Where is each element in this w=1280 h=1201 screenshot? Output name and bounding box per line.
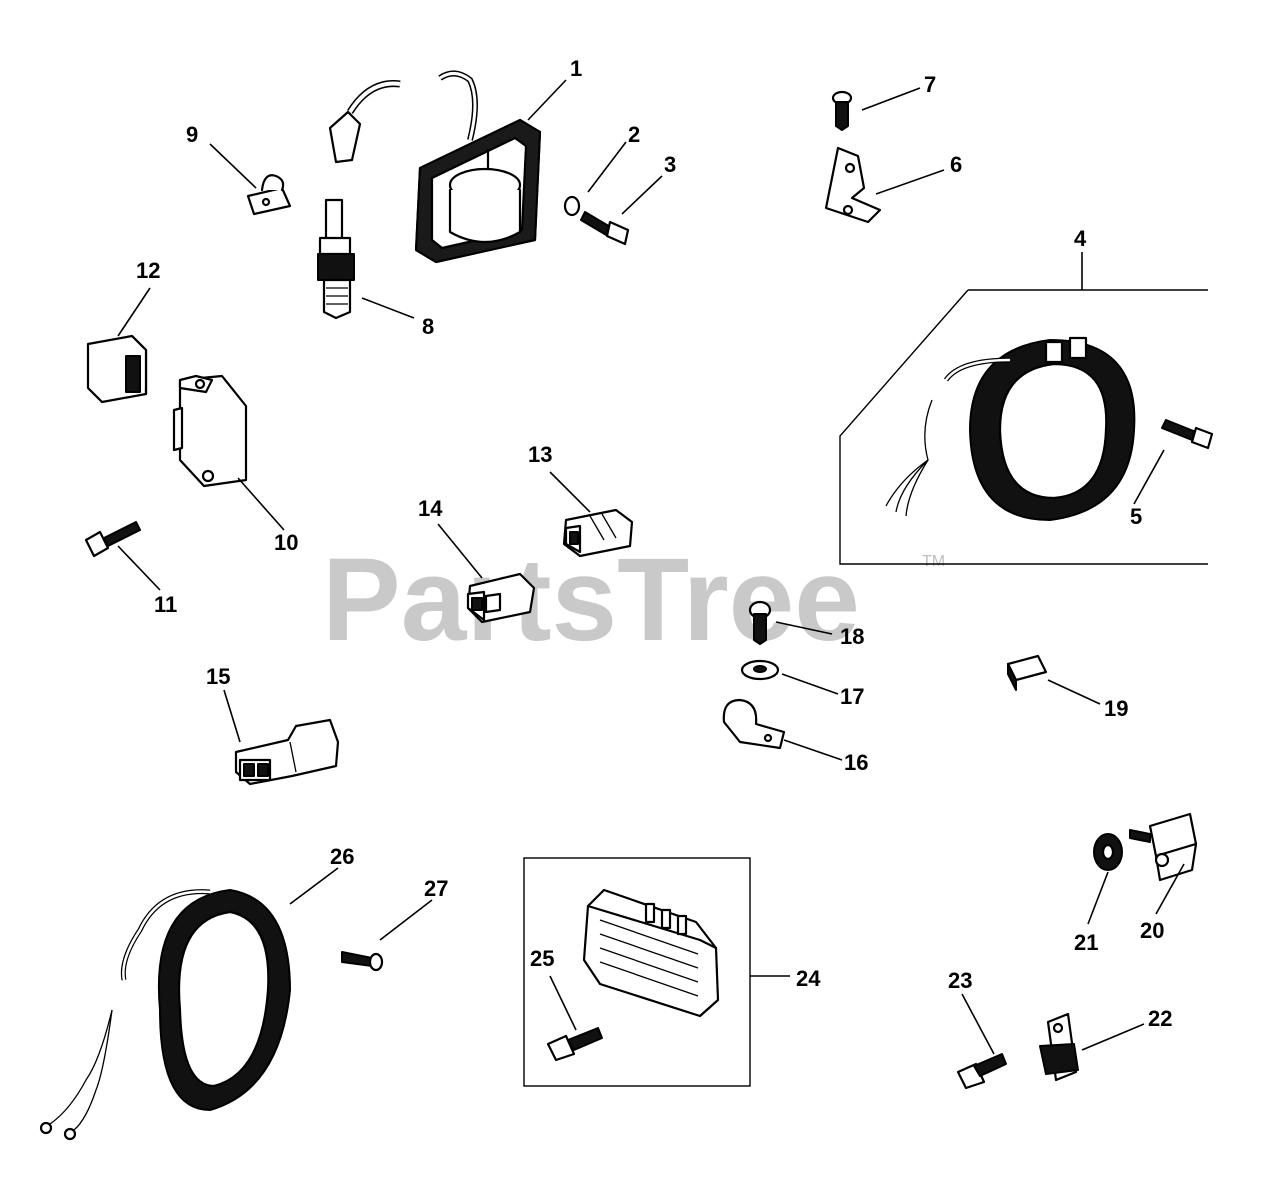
part-screw-3[interactable] [580,211,630,246]
callout-15: 15 [206,664,230,689]
callout-7: 7 [924,72,936,97]
callout-12: 12 [136,258,160,283]
callout-labels: 1 2 3 4 5 6 7 8 9 10 11 12 13 14 15 16 1… [136,56,1172,1031]
part-nut-21[interactable] [1093,833,1123,871]
callout-5: 5 [1130,504,1142,529]
part-spark-plug[interactable] [317,198,355,320]
part-washer[interactable] [563,195,581,217]
callout-4: 4 [1074,226,1087,251]
part-stator-26[interactable] [39,889,291,1141]
part-clamp-16[interactable] [722,698,786,750]
part-bolt-25[interactable] [546,1027,603,1062]
callout-24: 24 [796,966,821,991]
part-washer-17[interactable] [740,659,780,681]
part-toggle-switch-20[interactable] [1129,812,1198,882]
callout-22: 22 [1148,1006,1172,1031]
callout-20: 20 [1140,918,1164,943]
callout-25: 25 [530,946,554,971]
callout-11: 11 [154,592,177,617]
callout-21: 21 [1074,930,1098,955]
callout-6: 6 [950,152,962,177]
callout-10: 10 [274,530,298,555]
callout-27: 27 [424,876,448,901]
part-connector-14[interactable] [466,572,536,624]
part-rectifier-10[interactable] [172,374,248,488]
part-ignition-coil[interactable] [328,70,542,264]
part-connector-13[interactable] [562,508,634,558]
callout-3: 3 [664,152,676,177]
watermark-text: PartsTree [322,534,860,666]
callout-13: 13 [528,442,552,467]
part-connector-19[interactable] [1006,654,1048,691]
part-screw-27[interactable] [341,951,384,972]
callout-1: 1 [570,56,582,81]
part-terminal-22[interactable] [1039,1012,1079,1082]
callout-23: 23 [948,968,972,993]
callout-18: 18 [840,624,864,649]
part-stator-assembly-4[interactable] [839,289,1208,565]
part-module-12[interactable] [86,334,148,404]
callout-17: 17 [840,684,864,709]
part-clamp-9[interactable] [246,174,292,216]
callout-2: 2 [628,122,640,147]
part-connector-15[interactable] [234,718,340,786]
callout-14: 14 [418,496,443,521]
part-screw-7[interactable] [831,90,853,131]
part-regulator-24[interactable] [523,857,751,1087]
callout-8: 8 [422,314,434,339]
callout-9: 9 [186,122,198,147]
leader-lines [117,79,1185,1055]
callout-16: 16 [844,750,868,775]
callout-19: 19 [1104,696,1128,721]
part-bracket-6[interactable] [824,146,882,224]
part-bolt-23[interactable] [956,1053,1007,1090]
callout-26: 26 [330,844,354,869]
part-screw-18[interactable] [748,600,772,645]
watermark-trademark: TM [922,553,945,570]
part-bolt-5[interactable] [1161,419,1214,450]
part-bolt-11[interactable] [84,521,141,558]
